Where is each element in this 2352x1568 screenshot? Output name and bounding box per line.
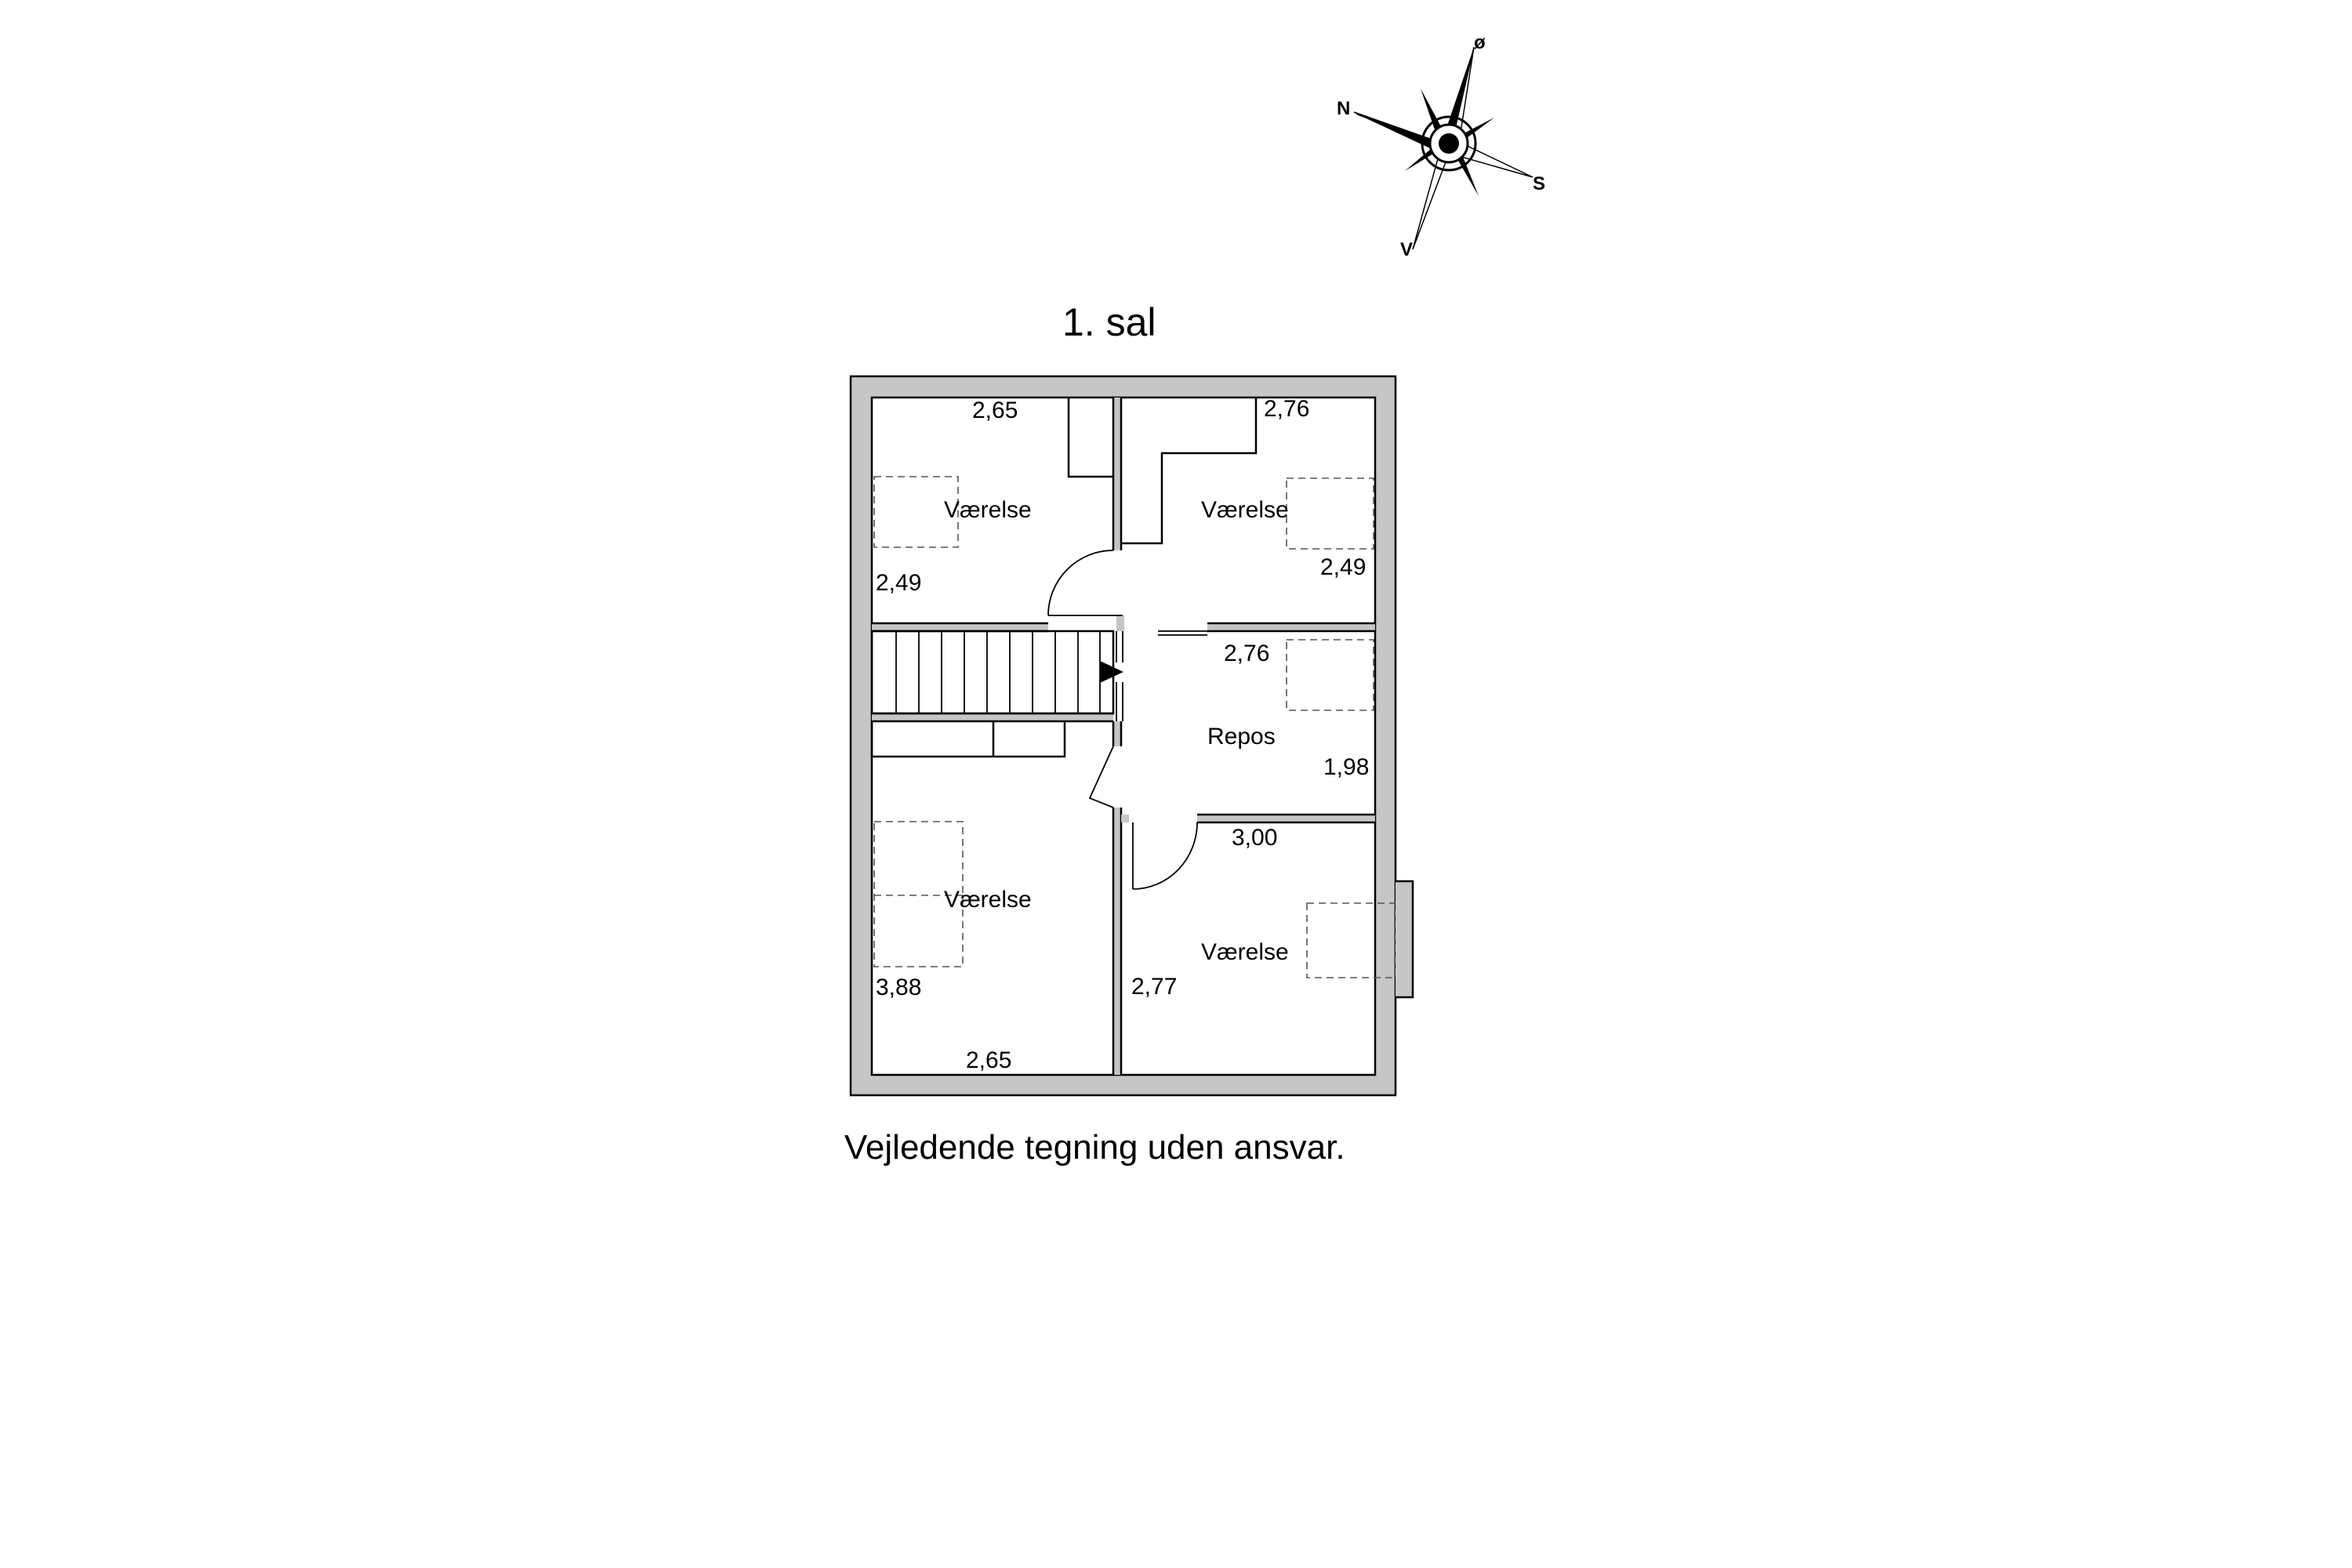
compass-star-icon [1353,46,1534,250]
room-width-dimension: 2,65 [966,1047,1011,1073]
room-depth-dimension: 3,88 [876,975,921,1000]
room-label: Værelse [944,497,1032,523]
staircase [870,630,1123,721]
doors [1047,550,1207,890]
furniture-beds [873,476,1396,978]
compass-west-label: V [1400,239,1413,260]
compass-south-label: S [1533,173,1545,194]
room-bottom-left: Værelse 2,65 3,88 [876,887,1032,1073]
compass-east-label: ø [1474,32,1486,53]
room-label: Værelse [944,887,1032,913]
disclaimer-caption: Vejledende tegning uden ansvar. [844,1128,1345,1167]
compass-rose: N S ø V [1337,32,1545,260]
room-depth-dimension: 1,98 [1323,754,1369,780]
room-width-dimension: 2,76 [1264,396,1309,422]
room-top-left: Værelse 2,65 2,49 [876,397,1032,596]
compass-north-label: N [1337,98,1350,119]
room-width-dimension: 2,65 [972,397,1018,423]
closets [870,397,1258,758]
bed-top-left [873,476,959,548]
room-label: Værelse [1201,497,1289,523]
room-depth-dimension: 2,49 [1320,554,1366,580]
room-label: Værelse [1201,939,1289,965]
room-width-dimension: 2,76 [1224,641,1269,666]
room-top-right: Værelse 2,76 2,49 [1201,396,1366,580]
floor-title: 1. sal [1062,300,1156,344]
closet-bottom-left [870,721,1066,758]
room-depth-dimension: 2,77 [1131,974,1177,1000]
room-bottom-right: Værelse 3,00 2,77 [1131,825,1289,1000]
walls [849,375,1414,1097]
stair-direction-arrow-icon [1100,661,1123,683]
room-label: Repos [1207,724,1276,750]
room-depth-dimension: 2,49 [876,570,921,596]
bed-repos [1286,639,1374,711]
room-width-dimension: 3,00 [1232,825,1277,851]
bed-top-right [1286,477,1374,550]
bed-bottom-left [873,821,964,967]
bed-bottom-right [1306,902,1396,978]
closet-top-left [1067,397,1113,478]
closet-top-right [1121,397,1258,545]
room-landing: Repos 2,76 1,98 [1207,641,1369,780]
